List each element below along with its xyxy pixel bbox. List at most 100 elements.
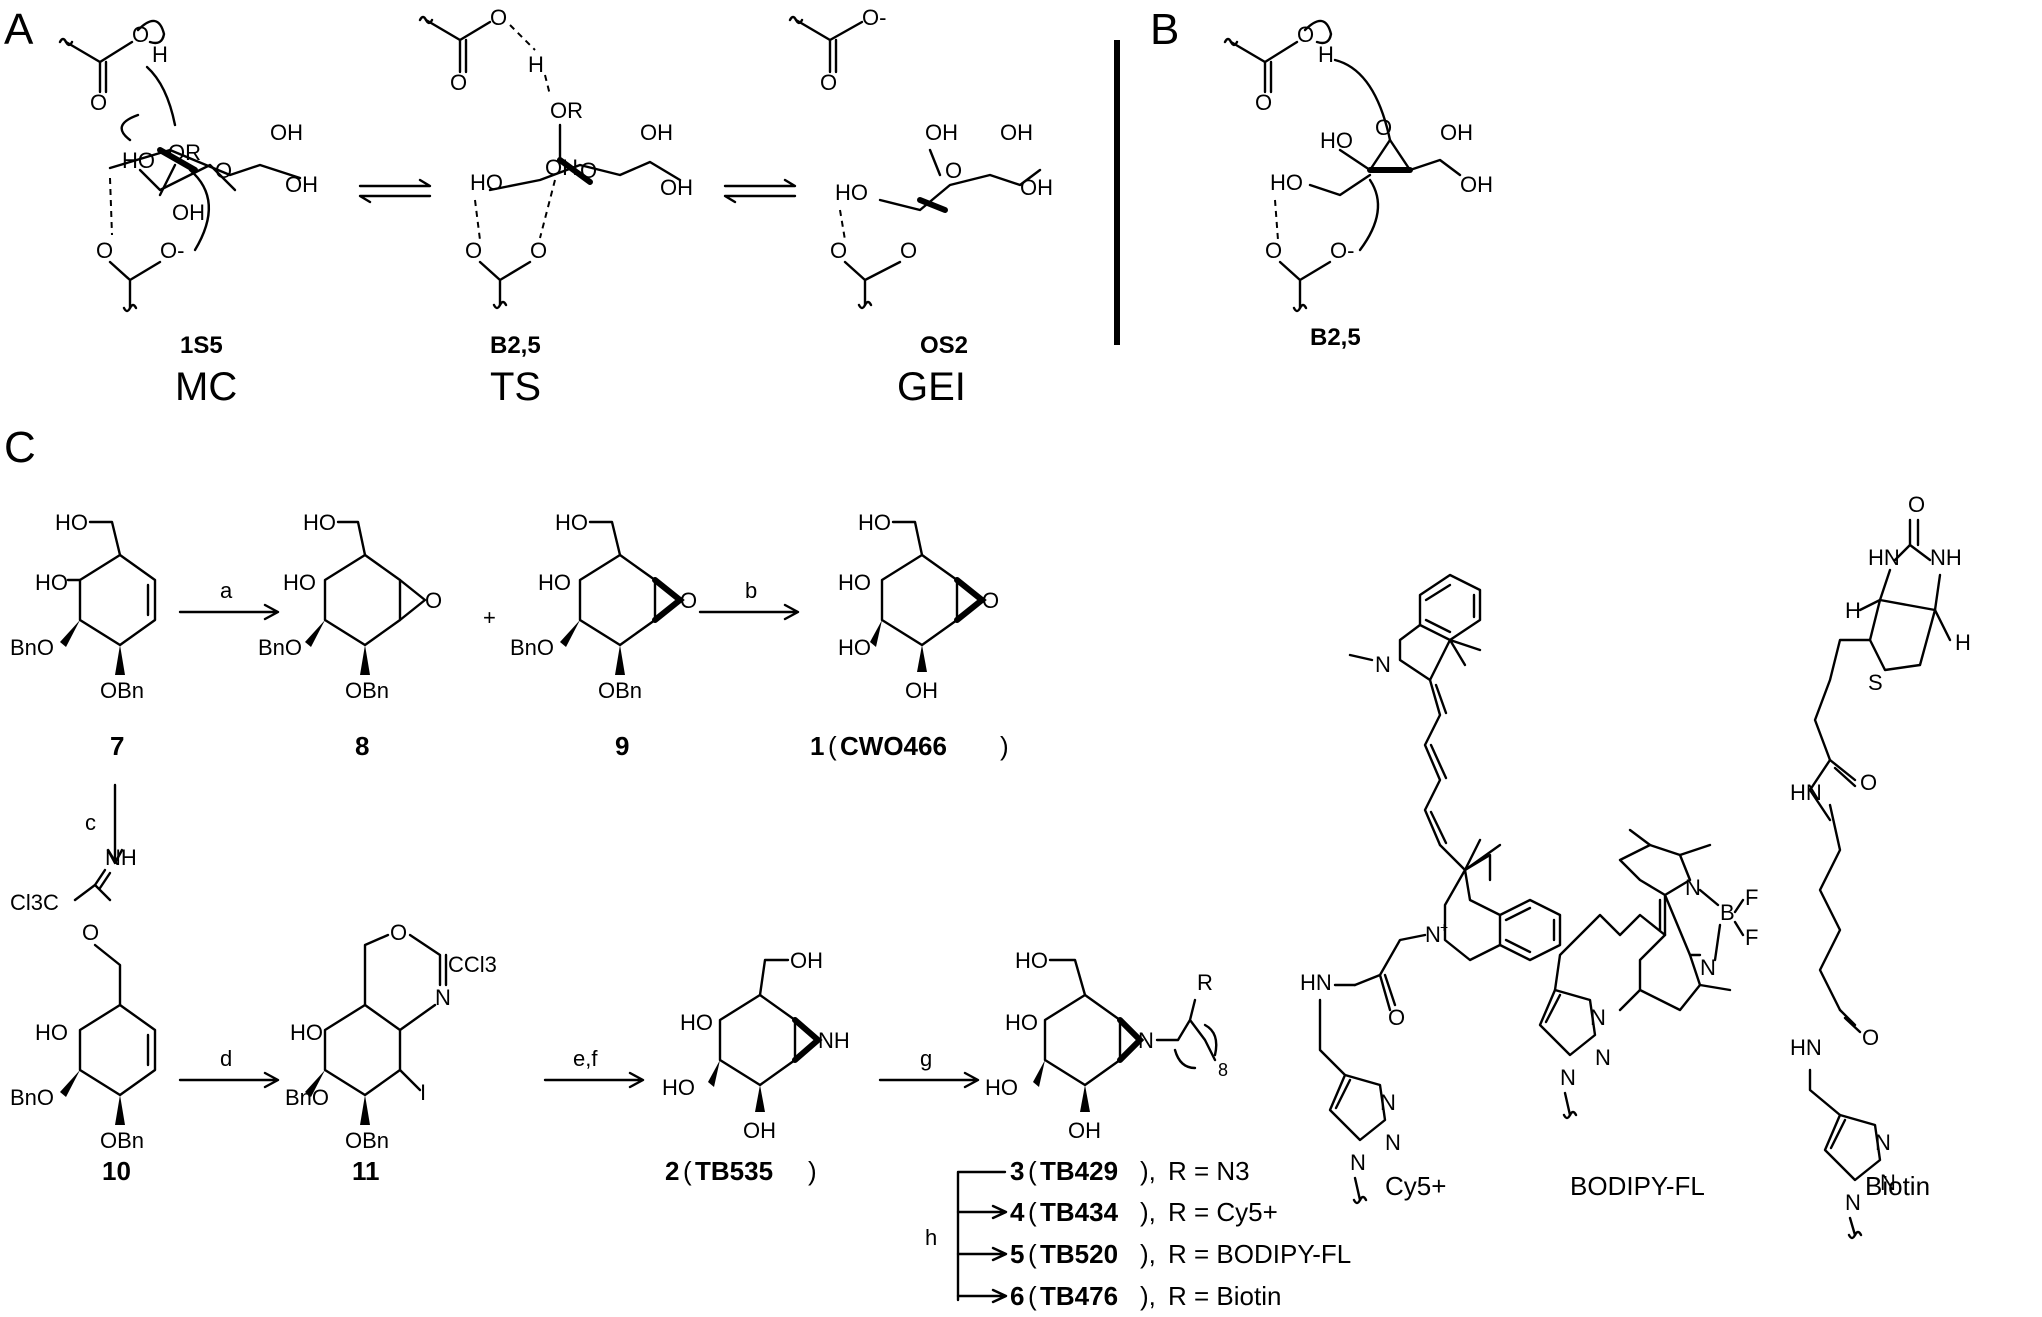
svg-text:6: 6 (1010, 1281, 1024, 1311)
svg-text:O: O (215, 158, 232, 183)
svg-text:): ) (1000, 731, 1009, 761)
equilibrium-arrow-2 (723, 178, 797, 204)
svg-text:HN: HN (1300, 970, 1332, 995)
condition-d: d (220, 1046, 232, 1071)
svg-text:OH: OH (743, 1118, 776, 1143)
svg-text:N: N (1880, 1170, 1896, 1195)
svg-text:O: O (450, 70, 467, 95)
conformation-gei-label: GEI (897, 365, 966, 409)
svg-text:BnO: BnO (10, 1085, 54, 1110)
svg-text:(: ( (828, 731, 837, 761)
compound-7: HO HO BnO OBn 7 (10, 510, 157, 761)
svg-text:(: ( (1028, 1239, 1037, 1269)
structure-biotin: O HN NH H H S O HN O HN N N N Biotin (1790, 492, 1971, 1240)
arrow-c: c (85, 783, 124, 865)
compound-label-8: 8 (355, 731, 369, 761)
svg-text:O: O (680, 588, 697, 613)
conformation-ts-code: B2,5 (490, 332, 541, 359)
svg-text:OH: OH (640, 120, 673, 145)
svg-text:OBn: OBn (100, 678, 144, 703)
svg-text:O: O (820, 70, 837, 95)
svg-text:OH: OH (285, 172, 318, 197)
svg-text:BnO: BnO (10, 635, 54, 660)
svg-text:CCl3: CCl3 (448, 952, 497, 977)
compound-8: HO O HO BnO OBn 8 (258, 510, 442, 761)
svg-text:OH: OH (790, 948, 823, 973)
svg-text:O: O (1388, 1005, 1405, 1030)
svg-text:HO: HO (470, 170, 503, 195)
svg-text:O: O (530, 238, 547, 263)
panel-label-c: C (4, 423, 36, 472)
svg-text:3: 3 (1010, 1156, 1024, 1186)
svg-text:O: O (490, 5, 507, 30)
svg-text:O: O (465, 238, 482, 263)
svg-text:OH: OH (905, 678, 938, 703)
svg-text:N: N (1380, 1090, 1396, 1115)
svg-text:HO: HO (1015, 948, 1048, 973)
condition-h: h (925, 1225, 937, 1250)
svg-text:BnO: BnO (285, 1085, 329, 1110)
svg-text:O: O (1265, 238, 1282, 263)
svg-text:HO: HO (985, 1075, 1018, 1100)
compound-10: Cl3C NH O HO BnO OBn 10 (10, 845, 157, 1186)
svg-text:H: H (528, 52, 544, 77)
svg-text:N: N (1700, 955, 1716, 980)
compound-name-2: TB535 (695, 1156, 773, 1186)
compound-1: HO O HO HO OH 1 ( CWO466 ) (810, 510, 1009, 761)
svg-text:HO: HO (1320, 128, 1353, 153)
svg-text:N: N (1685, 875, 1701, 900)
condition-a: a (220, 578, 233, 603)
svg-text:HO: HO (858, 510, 891, 535)
svg-text:),: ), (1140, 1156, 1156, 1186)
svg-text:N: N (1375, 652, 1391, 677)
svg-text:HN: HN (1868, 545, 1900, 570)
svg-text:N: N (1590, 1005, 1606, 1030)
svg-text:O: O (945, 158, 962, 183)
svg-text:OH: OH (925, 120, 958, 145)
svg-text:H: H (1955, 630, 1971, 655)
svg-text:HO: HO (1005, 1010, 1038, 1035)
svg-text:OH: OH (1020, 175, 1053, 200)
svg-text:HO: HO (55, 510, 88, 535)
derivative-5: 5 ( TB520 ), R = BODIPY-FL (1010, 1239, 1351, 1269)
compound-name-1: CWO466 (840, 731, 947, 761)
svg-text:N: N (1560, 1065, 1576, 1090)
derivative-list: h 3 ( TB429 ), R = N3 4 ( TB434 ), R = C… (925, 1156, 1351, 1311)
svg-text:R = BODIPY-FL: R = BODIPY-FL (1168, 1239, 1351, 1269)
derivative-6: 6 ( TB476 ), R = Biotin (1010, 1281, 1281, 1311)
compound-2: OH NH HO HO OH 2 ( TB535 ) (662, 948, 850, 1186)
svg-text:OH: OH (172, 200, 205, 225)
chain-length: 8 (1218, 1060, 1228, 1080)
svg-text:R = N3: R = N3 (1168, 1156, 1250, 1186)
svg-text:O: O (1375, 115, 1392, 140)
svg-text:O: O (982, 588, 999, 613)
svg-text:S: S (1868, 670, 1883, 695)
svg-text:OBn: OBn (345, 678, 389, 703)
plus-sign: + (483, 605, 496, 630)
svg-text:O: O (1255, 90, 1272, 115)
compound-9: HO O HO BnO OBn 9 (510, 510, 697, 761)
equilibrium-arrow-1 (358, 178, 432, 204)
svg-text:HO: HO (555, 510, 588, 535)
conformation-ts-label: TS (490, 365, 541, 409)
compound-3-6-core: HO N R 8 HO HO OH (985, 948, 1228, 1143)
condition-b: b (745, 578, 757, 603)
svg-text:TB476: TB476 (1040, 1281, 1118, 1311)
svg-text:OH: OH (1000, 120, 1033, 145)
svg-text:4: 4 (1010, 1197, 1025, 1227)
compound-label-1: 1 (810, 731, 824, 761)
svg-text:O: O (132, 22, 149, 47)
svg-text:N: N (1350, 1150, 1366, 1175)
svg-text:(: ( (683, 1156, 692, 1186)
svg-text:TB429: TB429 (1040, 1156, 1118, 1186)
conformation-mc-label: MC (175, 365, 237, 409)
svg-text:): ) (808, 1156, 817, 1186)
svg-text:+: + (1440, 919, 1448, 935)
svg-text:),: ), (1140, 1239, 1156, 1269)
svg-text:O: O (425, 588, 442, 613)
structure-ts: O O H OR OH HO O OH OH O O B2,5 TS (418, 5, 693, 409)
svg-text:HO: HO (1270, 170, 1303, 195)
structure-b: O O H HO O OH OH HO O O- B2,5 (1223, 19, 1493, 351)
svg-text:O-: O- (160, 238, 184, 263)
